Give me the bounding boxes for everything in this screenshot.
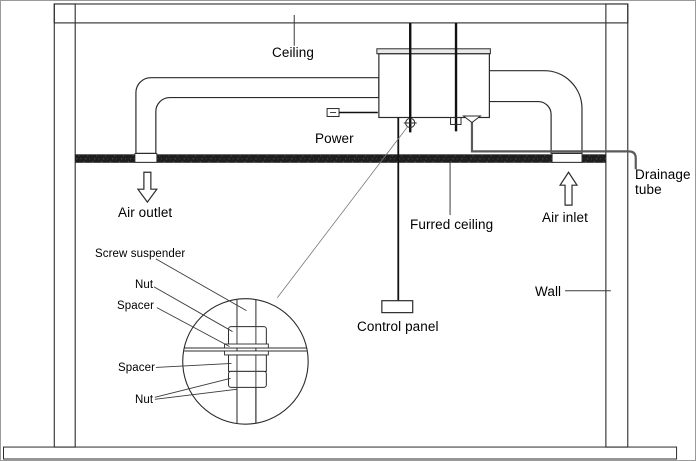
drain-funnel: [462, 115, 482, 124]
control-panel-box: [381, 300, 414, 314]
screw-suspender-leader: [155, 258, 247, 312]
detail-rod-lower: [236, 387, 257, 424]
detail-nut-bottom-facets: [236, 371, 257, 387]
detail-washer-top: [224, 343, 269, 349]
detail-nut-bottom: [228, 370, 267, 388]
air-inlet-opening: [551, 153, 583, 163]
detail-reference-line: [276, 126, 409, 298]
control-panel-label: Control panel: [357, 319, 439, 334]
spacer-bottom-label: Spacer: [118, 362, 156, 374]
drainage-tube-label: Drainage tube: [635, 167, 691, 198]
detail-nut-top: [228, 326, 267, 347]
nut-bottom-leaders: [154, 377, 237, 400]
air-outlet-opening: [134, 153, 158, 163]
air-outlet-label: Air outlet: [118, 205, 173, 220]
drainage-tube-line: [470, 121, 637, 170]
furred-ceiling: [75, 154, 606, 163]
floor: [3, 446, 678, 460]
ceiling-label: Ceiling: [272, 45, 314, 60]
nut-top-leader: [153, 286, 233, 332]
furred-ceiling-label: Furred ceiling: [410, 217, 494, 232]
left-wall: [53, 3, 76, 448]
indoor-unit-body: [378, 53, 490, 119]
screw-suspender-label: Screw suspender: [95, 248, 186, 260]
air-inlet-label: Air inlet: [542, 210, 588, 225]
spacer-bottom-leader: [155, 362, 232, 368]
spacer-top-leader: [156, 307, 230, 347]
nut-bottom-label: Nut: [135, 394, 154, 406]
detail-nut-top-facets: [236, 327, 257, 346]
spacer-top-label: Spacer: [117, 300, 155, 312]
air-outlet-arrow-icon: [136, 171, 159, 204]
air-inlet-arrow-icon: [558, 171, 579, 206]
nut-top-label: Nut: [135, 279, 154, 291]
indoor-unit-top-cap: [376, 48, 491, 55]
detail-washer-bottom: [224, 350, 269, 356]
ceiling-structure: [53, 3, 629, 24]
power-label: Power: [315, 131, 354, 146]
wall-label: Wall: [535, 284, 562, 299]
return-duct: [488, 70, 583, 154]
hanger-bracket-right: [450, 116, 462, 125]
right-wall: [605, 3, 629, 448]
detail-spacer-facets: [236, 355, 257, 371]
detail-spacer-sleeve: [228, 354, 267, 372]
